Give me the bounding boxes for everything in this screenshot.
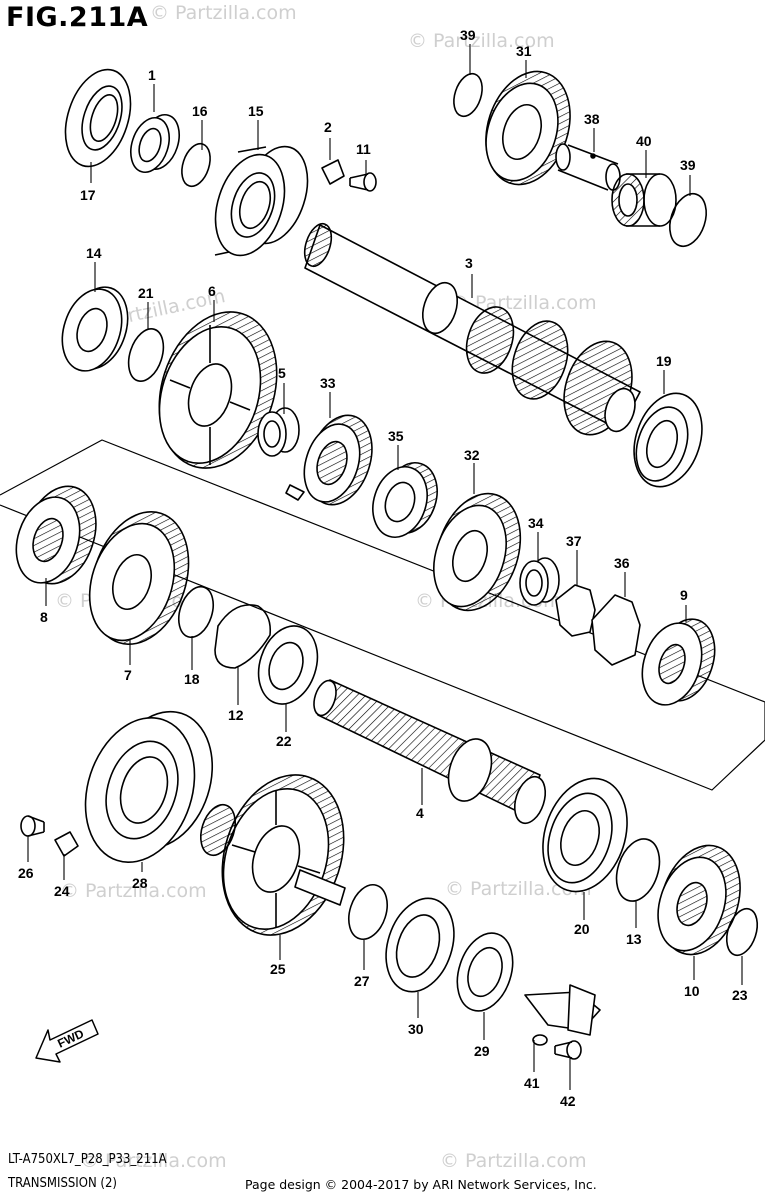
part-number-31[interactable]: 31 <box>516 43 532 59</box>
part-number-2[interactable]: 2 <box>324 119 332 135</box>
part-number-5[interactable]: 5 <box>278 365 286 381</box>
gear-33-drawing <box>285 414 373 506</box>
gear-8-drawing <box>15 485 97 585</box>
bearing-30-drawing <box>385 897 455 993</box>
part-number-38[interactable]: 38 <box>584 111 600 127</box>
part-number-41[interactable]: 41 <box>524 1075 540 1091</box>
fwd-arrow: FWD <box>35 1019 99 1063</box>
gear-31-drawing <box>485 70 571 186</box>
part-number-22[interactable]: 22 <box>276 733 292 749</box>
lock-washer-2-drawing <box>321 159 345 185</box>
screw-11-drawing <box>349 172 377 192</box>
washer-39-right-drawing <box>669 192 707 248</box>
bushing-27-drawing <box>348 883 388 941</box>
part-number-6[interactable]: 6 <box>208 283 216 299</box>
needle-bearing-40-drawing <box>611 173 677 227</box>
part-number-25[interactable]: 25 <box>270 961 286 977</box>
bearing-20-drawing <box>542 777 628 893</box>
washer-22-drawing <box>257 625 319 705</box>
copyright-notice: Page design © 2004-2017 by ARI Network S… <box>245 1177 597 1192</box>
bushing-18-drawing <box>177 585 215 639</box>
figure-title: FIG.211A <box>6 2 149 33</box>
part-number-35[interactable]: 35 <box>388 428 404 444</box>
lock-washer-37-drawing <box>555 584 596 637</box>
gear-6-drawing <box>158 311 278 469</box>
bolt-26-drawing <box>20 815 45 837</box>
gear-10-drawing <box>657 844 741 956</box>
part-number-11[interactable]: 11 <box>356 141 371 157</box>
bearing-15-drawing <box>214 145 309 257</box>
part-number-29[interactable]: 29 <box>474 1043 490 1059</box>
bearing-19-drawing <box>633 392 703 488</box>
part-number-39[interactable]: 39 <box>460 27 476 43</box>
circlip-13-drawing <box>615 838 661 902</box>
gear-32-drawing <box>433 492 522 612</box>
gear-35-drawing <box>372 462 438 538</box>
part-number-4[interactable]: 4 <box>416 805 424 821</box>
oil-seal-29-drawing <box>456 932 514 1012</box>
speed-sensor-41-drawing <box>524 984 601 1046</box>
oil-seal-17-drawing <box>64 68 132 168</box>
subassembly-frame <box>0 439 765 791</box>
washer-39-drawing <box>453 72 483 118</box>
part-number-21[interactable]: 21 <box>138 285 154 301</box>
part-number-36[interactable]: 36 <box>614 555 630 571</box>
bushing-34-drawing <box>519 557 560 606</box>
part-number-26[interactable]: 26 <box>18 865 34 881</box>
part-number-42[interactable]: 42 <box>560 1093 576 1109</box>
part-number-39-right[interactable]: 39 <box>680 157 696 173</box>
part-number-27[interactable]: 27 <box>354 973 370 989</box>
part-number-9[interactable]: 9 <box>680 587 688 603</box>
part-callouts: 1 2 3 4 5 6 7 8 9 10 11 12 13 14 15 16 1… <box>18 27 748 1109</box>
part-number-19[interactable]: 19 <box>656 353 672 369</box>
plate-24-drawing <box>54 831 79 857</box>
pin-38-drawing <box>555 143 621 191</box>
bushing-5-drawing <box>257 407 300 457</box>
part-number-12[interactable]: 12 <box>228 707 244 723</box>
part-number-3[interactable]: 3 <box>465 255 473 271</box>
driveshaft-4-drawing <box>313 679 547 825</box>
bolt-42-drawing <box>554 1040 582 1060</box>
part-number-18[interactable]: 18 <box>184 671 200 687</box>
gear-7-drawing <box>88 510 190 646</box>
part-number-28[interactable]: 28 <box>132 875 148 891</box>
part-number-17[interactable]: 17 <box>80 187 96 203</box>
part-number-40[interactable]: 40 <box>636 133 652 149</box>
part-number-13[interactable]: 13 <box>626 931 642 947</box>
countershaft-3-drawing <box>303 222 641 436</box>
part-number-10[interactable]: 10 <box>684 983 700 999</box>
part-number-20[interactable]: 20 <box>574 921 590 937</box>
part-number-23[interactable]: 23 <box>732 987 748 1003</box>
part-number-32[interactable]: 32 <box>464 447 480 463</box>
part-number-34[interactable]: 34 <box>528 515 544 531</box>
part-number-1[interactable]: 1 <box>148 67 156 83</box>
part-number-15[interactable]: 15 <box>248 103 264 119</box>
gear-25-drawing <box>199 774 346 936</box>
part-number-16[interactable]: 16 <box>192 103 208 119</box>
model-code: LT-A750XL7_P28_P33_211A <box>8 1152 167 1167</box>
leader-lines <box>27 44 743 1090</box>
circlip-21-drawing <box>127 328 165 382</box>
gear-9-drawing <box>641 618 716 706</box>
section-name: TRANSMISSION (2) <box>8 1176 117 1191</box>
part-number-7[interactable]: 7 <box>124 667 132 683</box>
part-number-37[interactable]: 37 <box>566 533 582 549</box>
part-number-24[interactable]: 24 <box>54 883 70 899</box>
part-number-8[interactable]: 8 <box>40 609 48 625</box>
part-number-33[interactable]: 33 <box>320 375 336 391</box>
oil-guide-12-drawing <box>214 604 272 669</box>
part-number-14[interactable]: 14 <box>86 245 102 261</box>
bearing-14-drawing <box>61 286 129 372</box>
lock-washer-36-drawing <box>591 594 641 666</box>
bearing-1-drawing <box>130 113 180 174</box>
part-number-30[interactable]: 30 <box>408 1021 424 1037</box>
bearing-28-drawing <box>84 710 214 863</box>
circlip-23-drawing <box>725 907 759 957</box>
circlip-16-drawing <box>181 142 211 188</box>
